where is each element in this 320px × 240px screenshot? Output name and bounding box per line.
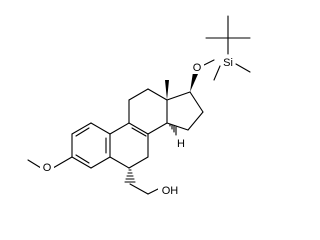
hydroxyl-label: OH (162, 185, 179, 197)
o-wedge-bond (190, 72, 198, 92)
bond (213, 65, 221, 81)
bond (128, 88, 149, 101)
bond (27, 159, 42, 169)
silyl-ether-oxygen-label: O (193, 62, 202, 74)
bond (129, 183, 149, 195)
silicon-label: Si (223, 57, 233, 69)
bond (147, 122, 168, 135)
methyl-wedge-bond (165, 80, 169, 100)
bond (90, 156, 111, 169)
h14-label: H (177, 138, 185, 150)
ring-d (166, 91, 204, 131)
bond (71, 122, 92, 135)
bond (147, 188, 159, 195)
aromatic-inner-bond (75, 127, 90, 137)
double-bond-inner (131, 127, 147, 137)
bond (71, 156, 92, 169)
molecule-diagram: O O Si OH H (27, 15, 251, 197)
ch2oh-hashed-bond (124, 169, 136, 183)
bond (128, 156, 149, 169)
bond (235, 63, 251, 73)
bond (109, 122, 130, 135)
ring-a-aromatic (71, 122, 111, 169)
bond (128, 122, 149, 135)
h-hashed-bond (169, 123, 177, 136)
bond (52, 156, 73, 169)
bond (187, 111, 204, 131)
bond (109, 156, 130, 169)
aromatic-inner-bond (75, 154, 90, 164)
bond (166, 91, 191, 101)
bond (189, 91, 204, 113)
ring-b (109, 122, 149, 169)
methoxy-oxygen-label: O (43, 162, 52, 174)
bond (90, 122, 111, 135)
bond (147, 88, 168, 101)
ring-c (128, 88, 168, 135)
